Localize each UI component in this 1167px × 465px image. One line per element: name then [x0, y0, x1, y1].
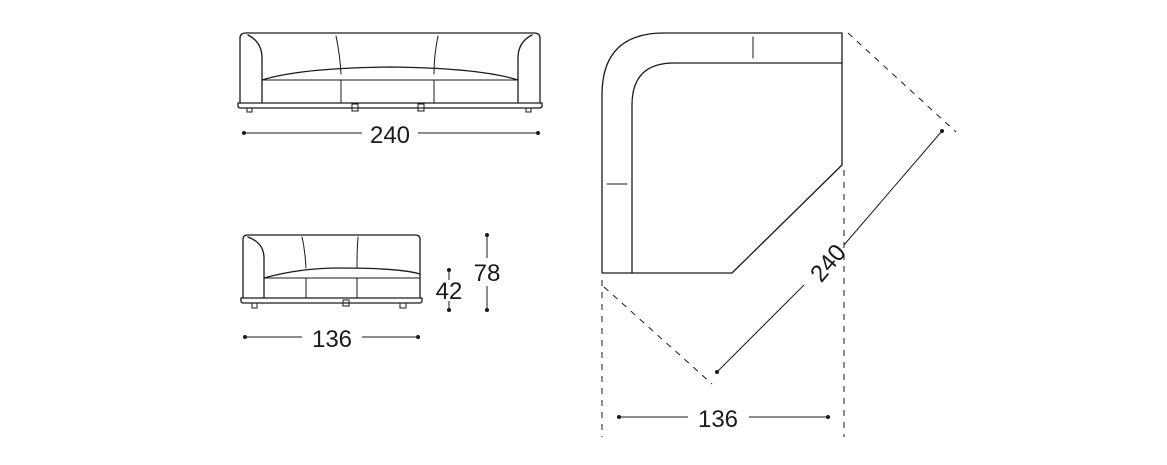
plan-width-label: 136	[698, 406, 738, 433]
plan-extension-lines	[601, 32, 957, 437]
plan-view	[601, 32, 843, 274]
side-width-label: 136	[312, 326, 352, 353]
side-width-dimension: 136	[243, 326, 420, 353]
seat-height-dimension: 42	[436, 268, 463, 312]
plan-diagonal-dimension: 240	[715, 129, 944, 374]
total-height-label: 78	[474, 260, 501, 287]
total-height-dimension: 78	[474, 233, 501, 312]
plan-width-dimension: 136	[617, 406, 830, 433]
front-width-dimension: 240	[242, 122, 540, 149]
plan-diagonal-label: 240	[805, 239, 851, 287]
front-view	[237, 32, 543, 113]
front-width-label: 240	[370, 122, 410, 149]
seat-height-label: 42	[436, 278, 463, 305]
side-view	[240, 234, 423, 309]
